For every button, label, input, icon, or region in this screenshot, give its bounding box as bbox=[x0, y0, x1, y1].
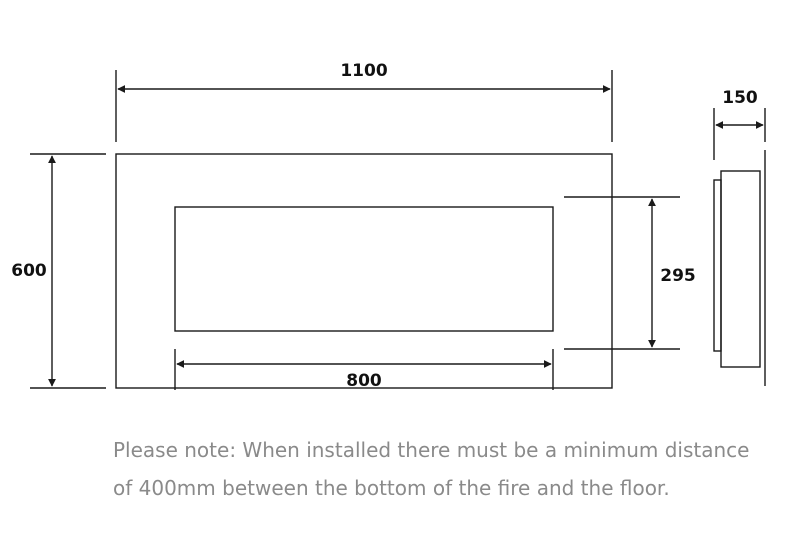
depth-dimension bbox=[713, 108, 766, 160]
depth-label: 150 bbox=[722, 88, 758, 108]
side-view bbox=[713, 150, 766, 386]
front-view bbox=[115, 153, 613, 389]
installation-note: Please note: When installed there must b… bbox=[113, 431, 793, 507]
glass-width-label: 800 bbox=[346, 371, 382, 391]
overall-width-dimension bbox=[115, 70, 613, 142]
glass-height-label: 295 bbox=[660, 266, 696, 286]
overall-width-label: 1100 bbox=[340, 61, 387, 81]
outer-frame bbox=[115, 153, 613, 389]
side-view-body bbox=[720, 170, 761, 368]
installation-note-line-2: of 400mm between the bottom of the fire … bbox=[113, 476, 670, 500]
overall-height-dimension bbox=[30, 153, 106, 389]
installation-note-line-1: Please note: When installed there must b… bbox=[113, 438, 750, 462]
side-view-front-lip bbox=[713, 179, 722, 352]
overall-height-label: 600 bbox=[11, 261, 47, 281]
glass-height-dimension bbox=[564, 196, 680, 350]
glass-width-dimension bbox=[174, 349, 554, 390]
glass-panel bbox=[174, 206, 554, 332]
